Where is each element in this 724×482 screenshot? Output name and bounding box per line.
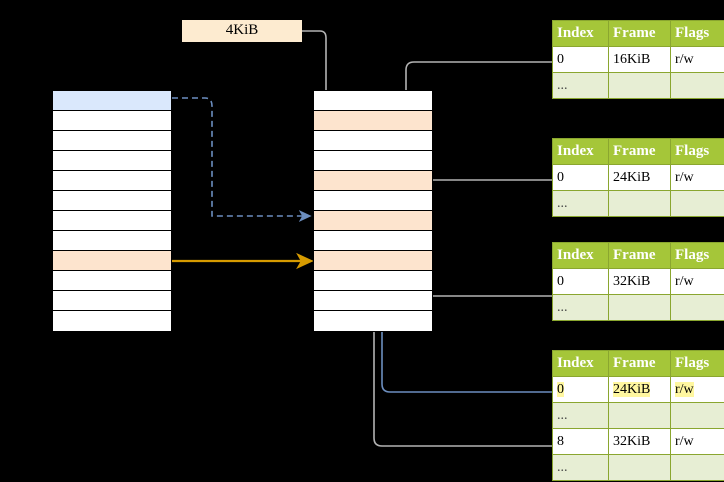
- cell-flags: [670, 454, 724, 481]
- cell-frame: 24KiB: [608, 376, 671, 403]
- cell-frame: 16KiB: [608, 46, 671, 73]
- cell-flags: r/w: [670, 164, 724, 191]
- column-header-index: Index: [552, 20, 609, 47]
- column-header-index: Index: [552, 350, 609, 377]
- cell-flags: [670, 402, 724, 429]
- vaddr-cell-row-8: [53, 251, 171, 271]
- column-header-index: Index: [552, 242, 609, 269]
- column-header-frame: Frame: [608, 20, 671, 47]
- highlighted-value: 24KiB: [613, 381, 651, 397]
- physmem-cell-row-11: [314, 311, 432, 331]
- cell-index: 0: [552, 268, 609, 295]
- table-row[interactable]: ...: [552, 454, 724, 481]
- cell-index: 0: [552, 164, 609, 191]
- cell-frame: 24KiB: [608, 164, 671, 191]
- cell-flags: [670, 294, 724, 321]
- column-header-flags: Flags: [670, 20, 724, 47]
- size-label-4kib: 4KiB: [182, 20, 302, 42]
- physmem-cell-row-1: [314, 111, 432, 131]
- vaddr-cell-row-6: [53, 211, 171, 231]
- cell-frame: [608, 190, 671, 217]
- cell-index: ...: [552, 190, 609, 217]
- cell-flags: r/w: [670, 46, 724, 73]
- cell-frame: 32KiB: [608, 428, 671, 455]
- table-row[interactable]: ...: [552, 294, 724, 321]
- vaddr-cell-row-1: [53, 111, 171, 131]
- physmem-cell-row-8: [314, 251, 432, 271]
- column-header-index: Index: [552, 138, 609, 165]
- column-header-flags: Flags: [670, 350, 724, 377]
- column-header-frame: Frame: [608, 350, 671, 377]
- physmem-cell-row-6: [314, 211, 432, 231]
- table-row[interactable]: ...: [552, 190, 724, 217]
- column-header-frame: Frame: [608, 138, 671, 165]
- physmem-cell-row-0: [314, 91, 432, 111]
- vaddr-cell-row-4: [53, 171, 171, 191]
- physmem-cell-row-2: [314, 131, 432, 151]
- physmem-cell-row-9: [314, 271, 432, 291]
- vaddr-cell-row-3: [53, 151, 171, 171]
- vaddr-cell-row-2: [53, 131, 171, 151]
- cell-flags: r/w: [670, 428, 724, 455]
- physmem-cell-row-3: [314, 151, 432, 171]
- table-row[interactable]: ...: [552, 402, 724, 429]
- cell-index: ...: [552, 294, 609, 321]
- column-header-flags: Flags: [670, 138, 724, 165]
- cell-flags: r/w: [670, 376, 724, 403]
- cell-index: ...: [552, 402, 609, 429]
- physmem-cell-row-5: [314, 191, 432, 211]
- table-row[interactable]: 0 24KiB r/w: [552, 376, 724, 403]
- cell-frame: 32KiB: [608, 268, 671, 295]
- cell-index: ...: [552, 454, 609, 481]
- highlighted-value: r/w: [675, 381, 694, 397]
- physical-memory-column: [313, 90, 433, 332]
- cell-flags: [670, 190, 724, 217]
- vaddr-cell-row-0: [53, 91, 171, 111]
- vaddr-cell-row-9: [53, 271, 171, 291]
- cell-index: 0: [552, 46, 609, 73]
- cell-index: ...: [552, 72, 609, 99]
- cell-frame: [608, 402, 671, 429]
- virtual-address-space-column: [52, 90, 172, 332]
- wire-vaddr-dashed: [172, 97, 312, 222]
- cell-frame: [608, 454, 671, 481]
- highlighted-value: 0: [557, 381, 564, 397]
- vaddr-cell-row-7: [53, 231, 171, 251]
- vaddr-cell-row-11: [53, 311, 171, 331]
- vaddr-cell-row-10: [53, 291, 171, 311]
- cell-frame: [608, 294, 671, 321]
- physmem-cell-row-4: [314, 171, 432, 191]
- physmem-cell-row-10: [314, 291, 432, 311]
- physmem-cell-row-7: [314, 231, 432, 251]
- vaddr-cell-row-5: [53, 191, 171, 211]
- column-header-frame: Frame: [608, 242, 671, 269]
- cell-flags: r/w: [670, 268, 724, 295]
- cell-flags: [670, 72, 724, 99]
- table-row[interactable]: ...: [552, 72, 724, 99]
- cell-frame: [608, 72, 671, 99]
- cell-index: 8: [552, 428, 609, 455]
- column-header-flags: Flags: [670, 242, 724, 269]
- cell-index: 0: [552, 376, 609, 403]
